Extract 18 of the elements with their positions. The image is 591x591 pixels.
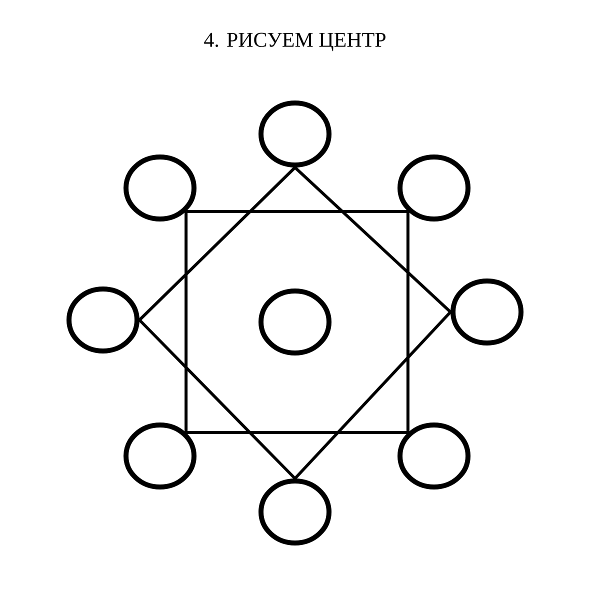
- circle: [66, 286, 140, 354]
- line: [138, 166, 296, 322]
- line: [294, 166, 452, 314]
- circle: [258, 288, 332, 356]
- circle: [124, 154, 196, 222]
- line: [184, 211, 188, 433]
- circle: [450, 278, 524, 346]
- circle: [398, 422, 470, 490]
- circle: [258, 478, 332, 546]
- line: [294, 310, 452, 480]
- circle: [398, 154, 470, 222]
- line: [406, 211, 410, 433]
- circle: [258, 100, 332, 168]
- line: [138, 318, 296, 480]
- circle: [124, 422, 196, 490]
- title: 4. РИСУЕМ ЦЕНТР: [204, 32, 386, 52]
- line: [186, 210, 408, 213]
- line: [186, 431, 408, 434]
